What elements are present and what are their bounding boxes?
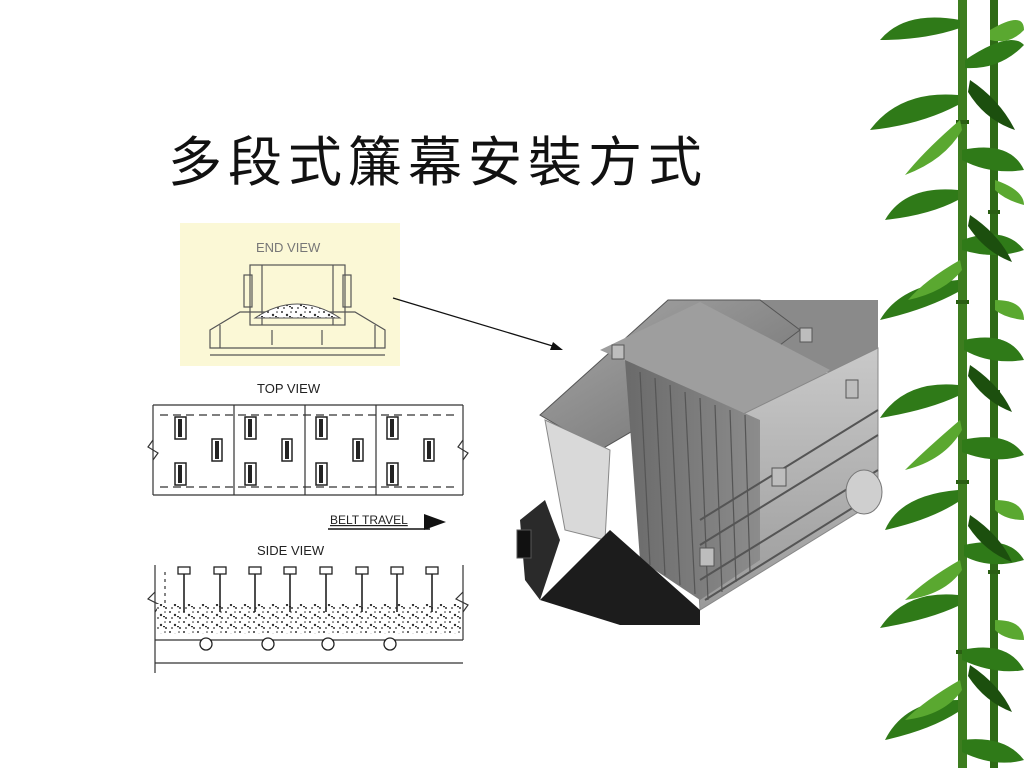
top-view-drawing: TOP VIEW [147,381,469,496]
end-view-panel [180,223,400,366]
end-view-drawing: END VIEW [180,223,400,366]
end-view-label: END VIEW [256,240,321,255]
belt-travel-indicator: BELT TRAVEL [328,513,446,530]
belt-travel-label: BELT TRAVEL [330,513,408,527]
side-view-drawing: SIDE VIEW [146,543,469,673]
bamboo-leaves [870,17,1024,763]
side-view-label: SIDE VIEW [257,543,325,558]
slide-title: 多段式簾幕安裝方式 [168,131,708,194]
arrow-icon [392,297,563,350]
belt-travel-arrow-icon [424,514,446,530]
top-view-label: TOP VIEW [257,381,321,396]
